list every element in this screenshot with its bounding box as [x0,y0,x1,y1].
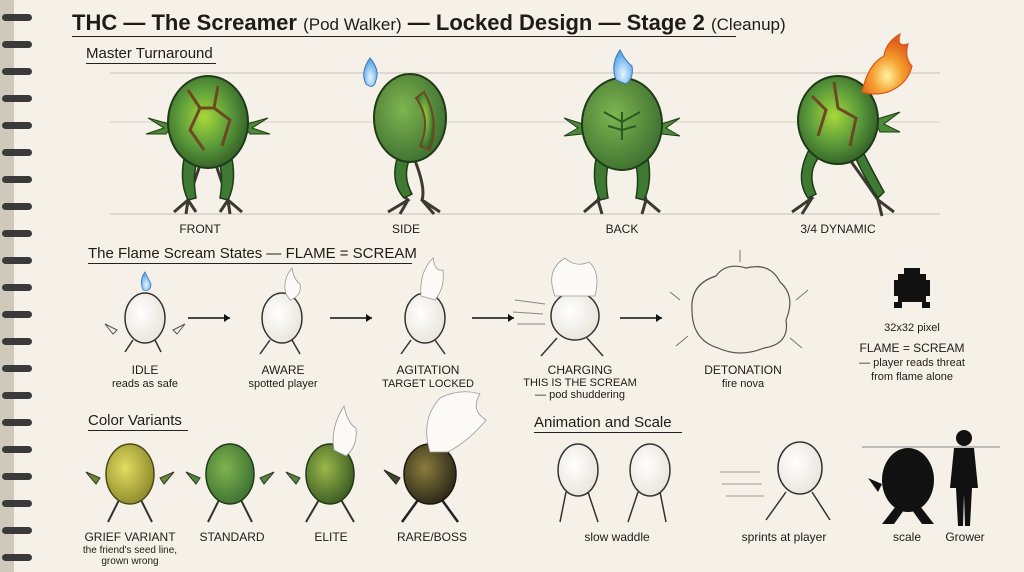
anim-waddle-sketch-1 [557,443,599,523]
pod-walker-side-view [363,57,447,215]
title-cleanup: (Cleanup) [710,15,786,34]
states-underline [88,263,412,264]
scale-label: scale [892,530,922,544]
variant-label-rare-boss: RARE/BOSS [396,530,468,544]
binding-ring [2,527,32,534]
binding-ring [2,473,32,480]
variant-desc-grief: the friend's seed line, [82,545,178,556]
binding-ring [2,176,32,183]
state-detonation-sketch [669,250,809,354]
binding-ring [2,419,32,426]
pixel-note-headline: FLAME = SCREAM [859,341,965,355]
section-animation-and-scale: Animation and Scale [534,414,672,431]
view-label-back: BACK [605,222,639,236]
title-rest: — Locked Design — Stage 2 [407,10,705,35]
state-agitation-sketch [400,257,446,355]
pixel-size-label: 32x32 pixel [884,322,940,334]
state-idle-sketch [104,271,186,353]
variant-label-standard: STANDARD [199,530,265,544]
state-desc-detonation: fire nova [721,378,765,390]
variant-desc2-grief: grown wrong [101,556,159,567]
binding-ring [2,338,32,345]
state-desc-agitation: TARGET LOCKED [382,378,474,390]
pixel-sprite-silhouette [894,268,930,308]
variant-label-elite: ELITE [314,530,348,544]
scale-pod-silhouette [868,448,934,524]
binding-ring [2,41,32,48]
binding-ring [2,311,32,318]
binding-ring [2,122,32,129]
variant-label-grief: GRIEF VARIANT [84,530,176,544]
turnaround-underline [86,63,216,64]
state-label-agitation: AGITATION [396,363,460,377]
state-label-charging: CHARGING [547,363,613,377]
binding-ring [2,365,32,372]
binding-ring [2,203,32,210]
binding-ring [2,446,32,453]
variant-grief-sketch [85,443,175,523]
state-label-idle: IDLE [131,363,159,377]
state-aware-sketch [259,267,303,355]
binding-ring [2,230,32,237]
state-desc-charging: THIS IS THE SCREAM [523,377,637,389]
pixel-note-line2: from flame alone [871,371,953,383]
variant-rare-boss-sketch [383,391,487,523]
binding-ring [2,14,32,21]
anim-sprint-sketch [720,441,831,521]
binding-ring [2,392,32,399]
pod-walker-three-quarter-view [791,32,913,217]
state-desc-idle: reads as safe [111,378,179,390]
view-label-three-quarter: 3/4 DYNAMIC [800,222,876,236]
binding-ring [2,257,32,264]
color-variants-underline [88,430,188,431]
pixel-note-line1: — player reads threat [859,357,965,369]
state-desc-aware: spotted player [248,378,318,390]
variant-standard-sketch [185,443,275,523]
state-desc2-charging: — pod shuddering [535,389,625,401]
grower-label: Grower [945,530,985,544]
binding-rings [2,14,32,561]
section-flame-scream-states: The Flame Scream States — FLAME = SCREAM [88,245,417,262]
anim-label-slow-waddle: slow waddle [584,530,650,544]
view-label-side: SIDE [391,222,421,236]
view-label-front: FRONT [179,222,221,236]
anim-label-sprints: sprints at player [741,530,827,544]
binding-ring [2,68,32,75]
variant-elite-sketch [285,404,357,523]
pod-walker-front-view [145,75,271,215]
binding-ring [2,284,32,291]
state-label-detonation: DETONATION [704,363,782,377]
page-title: THC — The Screamer (Pod Walker) — Locked… [72,10,786,36]
binding-ring [2,554,32,561]
animation-underline [534,432,682,433]
title-main: THC — The Screamer [72,10,297,35]
title-underline [72,36,736,37]
binding-ring [2,95,32,102]
section-master-turnaround: Master Turnaround [86,45,213,62]
binding-ring [2,149,32,156]
binding-ring [2,500,32,507]
state-label-aware: AWARE [261,363,305,377]
pod-walker-back-view [563,49,681,215]
anim-waddle-sketch-2 [627,443,671,523]
title-paren: (Pod Walker) [303,15,402,34]
section-color-variants: Color Variants [88,412,182,429]
scale-grower-silhouette [950,430,978,526]
state-charging-sketch [512,257,604,357]
